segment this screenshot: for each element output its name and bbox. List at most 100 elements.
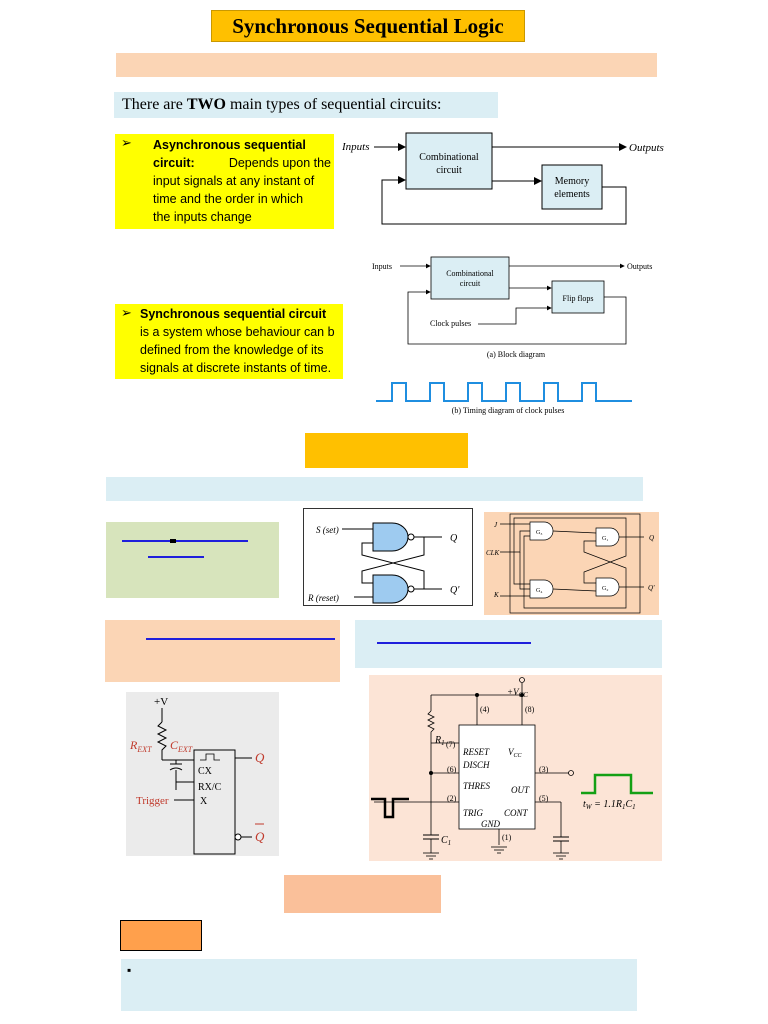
timer-555-diagram: +VCC (4) (8) R1 (7) (6) (2) C1 RESET VCC…	[369, 675, 662, 861]
async-line4: time and the order in which	[153, 192, 304, 206]
nand-gate-top	[372, 522, 409, 552]
c1-label: C	[441, 835, 448, 846]
jk-gate-g4: G₄	[536, 588, 542, 594]
pin-2-label: (2)	[447, 794, 457, 803]
peach-note-box	[105, 620, 340, 682]
cext-label: C	[170, 738, 179, 752]
orange-label-box	[120, 920, 202, 951]
out-pin-text: OUT	[511, 785, 530, 795]
async-line3: input signals at any instant of	[153, 174, 315, 188]
jk-qbar-label: Q'	[648, 584, 655, 592]
sync-line2: is a system whose behaviour can b	[140, 325, 335, 339]
one-shot-v-label: +V	[154, 696, 168, 708]
section-bar-top	[116, 53, 657, 77]
cext-sub: EXT	[177, 745, 193, 754]
comb-label-2: circuit	[436, 165, 462, 176]
vcc-pin-sub: CC	[514, 753, 523, 759]
timer-vcc-label: +V	[507, 687, 520, 697]
formula-t: t	[583, 799, 586, 810]
jk-flipflop-diagram: J CLK K G₃ G₄ G₁ G₂ Q Q'	[484, 512, 659, 615]
section-heading-box	[305, 433, 468, 468]
link-line[interactable]	[122, 540, 248, 542]
sync-outputs-label: Outputs	[627, 262, 652, 271]
async-line2-rest: Depends upon the	[228, 156, 331, 170]
sync-block-diagram: Inputs Combinational circuit Outputs Fli…	[368, 252, 664, 418]
cont-pin-text: CONT	[504, 808, 529, 818]
async-block-diagram: Inputs Combinational circuit Outputs Mem…	[340, 128, 665, 233]
intro-emphasis: TWO	[186, 96, 226, 113]
sr-qbar-label: Q'	[450, 585, 460, 596]
pin-4-label: (4)	[480, 705, 490, 714]
rxc-label: RX/C	[198, 782, 222, 793]
link-marker	[170, 539, 176, 543]
sync-comb-label-1: Combinational	[446, 269, 494, 278]
c1-sub: 1	[448, 839, 452, 847]
trigger-label: Trigger	[136, 795, 169, 807]
caption-timing-diagram: (b) Timing diagram of clock pulses	[452, 406, 565, 415]
one-shot-q-label: Q	[255, 750, 265, 765]
r-reset-label: R (reset)	[307, 593, 339, 603]
combinational-circuit-box	[405, 132, 493, 190]
async-term-line2: circuit:	[153, 156, 195, 170]
rext-label: R	[129, 738, 138, 752]
sync-definition: ➢ Synchronous sequential circuit is a sy…	[115, 304, 343, 379]
intro-text: There are TWO main types of sequential c…	[114, 92, 498, 118]
timer-555-chip	[458, 724, 536, 830]
formula-rest: = 1.1R	[592, 799, 622, 810]
flip-flops-label: Flip flops	[563, 294, 594, 303]
one-shot-qbar-label: Q	[255, 829, 265, 844]
memory-elements-box	[541, 164, 603, 210]
sr-latch-diagram: S (set) R (reset) Q Q'	[303, 508, 473, 606]
link-line-short[interactable]	[148, 556, 204, 558]
sr-q-label: Q	[450, 533, 458, 544]
nand-gate-bottom	[372, 574, 409, 604]
bullet-arrow-icon: ➢	[121, 305, 132, 320]
blue-note-box	[355, 620, 662, 668]
clock-pulses-label: Clock pulses	[430, 319, 471, 328]
pin-1-label: (1)	[502, 833, 512, 842]
pin-6-label: (6)	[447, 765, 457, 774]
mem-label-2: elements	[554, 189, 590, 200]
sync-line4: signals at discrete instants of time.	[140, 361, 332, 375]
gnd-pin-text: GND	[481, 819, 501, 829]
async-term-line1: Asynchronous sequential	[153, 138, 306, 152]
sync-term: Synchronous sequential circuit	[140, 307, 327, 321]
formula-c: C	[625, 799, 632, 810]
async-line5: the inputs change	[153, 210, 252, 224]
output-pulse	[581, 773, 653, 795]
comb-label-1: Combinational	[419, 152, 479, 163]
sync-line3: defined from the knowledge of its	[140, 343, 324, 357]
async-outputs-label: Outputs	[629, 142, 664, 154]
bottom-note-box: ▪	[121, 959, 637, 1011]
formula-r-sub: 1	[622, 803, 626, 811]
reset-pin-text: RESET	[462, 747, 490, 757]
square-bullet-icon: ▪	[127, 963, 132, 977]
jk-q-label: Q	[649, 534, 654, 542]
jk-k-label: K	[493, 591, 499, 599]
clock-pulse-waveform	[376, 382, 632, 402]
trigger-pulse	[371, 797, 409, 819]
pin-3-label: (3)	[539, 765, 549, 774]
svg-text:CEXT: CEXT	[170, 738, 193, 754]
svg-text:VCC: VCC	[508, 747, 523, 759]
svg-text:REXT: REXT	[129, 738, 152, 754]
green-note-box	[106, 522, 279, 598]
jk-j-label: J	[494, 521, 498, 529]
svg-text:tW = 1.1R1C1: tW = 1.1R1C1	[583, 799, 636, 811]
svg-text:+VCC: +VCC	[507, 687, 528, 699]
link-line-blue-box[interactable]	[377, 642, 531, 644]
link-line-long[interactable]	[146, 638, 335, 640]
bullet-arrow-icon: ➢	[121, 135, 132, 150]
intro-suffix: main types of sequential circuits:	[225, 96, 442, 113]
formula-c-sub: 1	[632, 803, 636, 811]
jk-gate-g3: G₃	[536, 530, 542, 536]
jk-clk-label: CLK	[486, 549, 500, 557]
async-definition: ➢ Asynchronous sequential circuit: Depen…	[115, 134, 334, 229]
section-bar-blue	[106, 477, 643, 501]
pin-5-label: (5)	[539, 794, 549, 803]
s-set-label: S (set)	[316, 525, 339, 535]
pin-7-label: (7)	[446, 740, 456, 749]
jk-gate-g1: G₁	[602, 536, 608, 542]
bottom-peach-box	[284, 875, 441, 913]
disch-pin-text: DISCH	[462, 760, 490, 770]
